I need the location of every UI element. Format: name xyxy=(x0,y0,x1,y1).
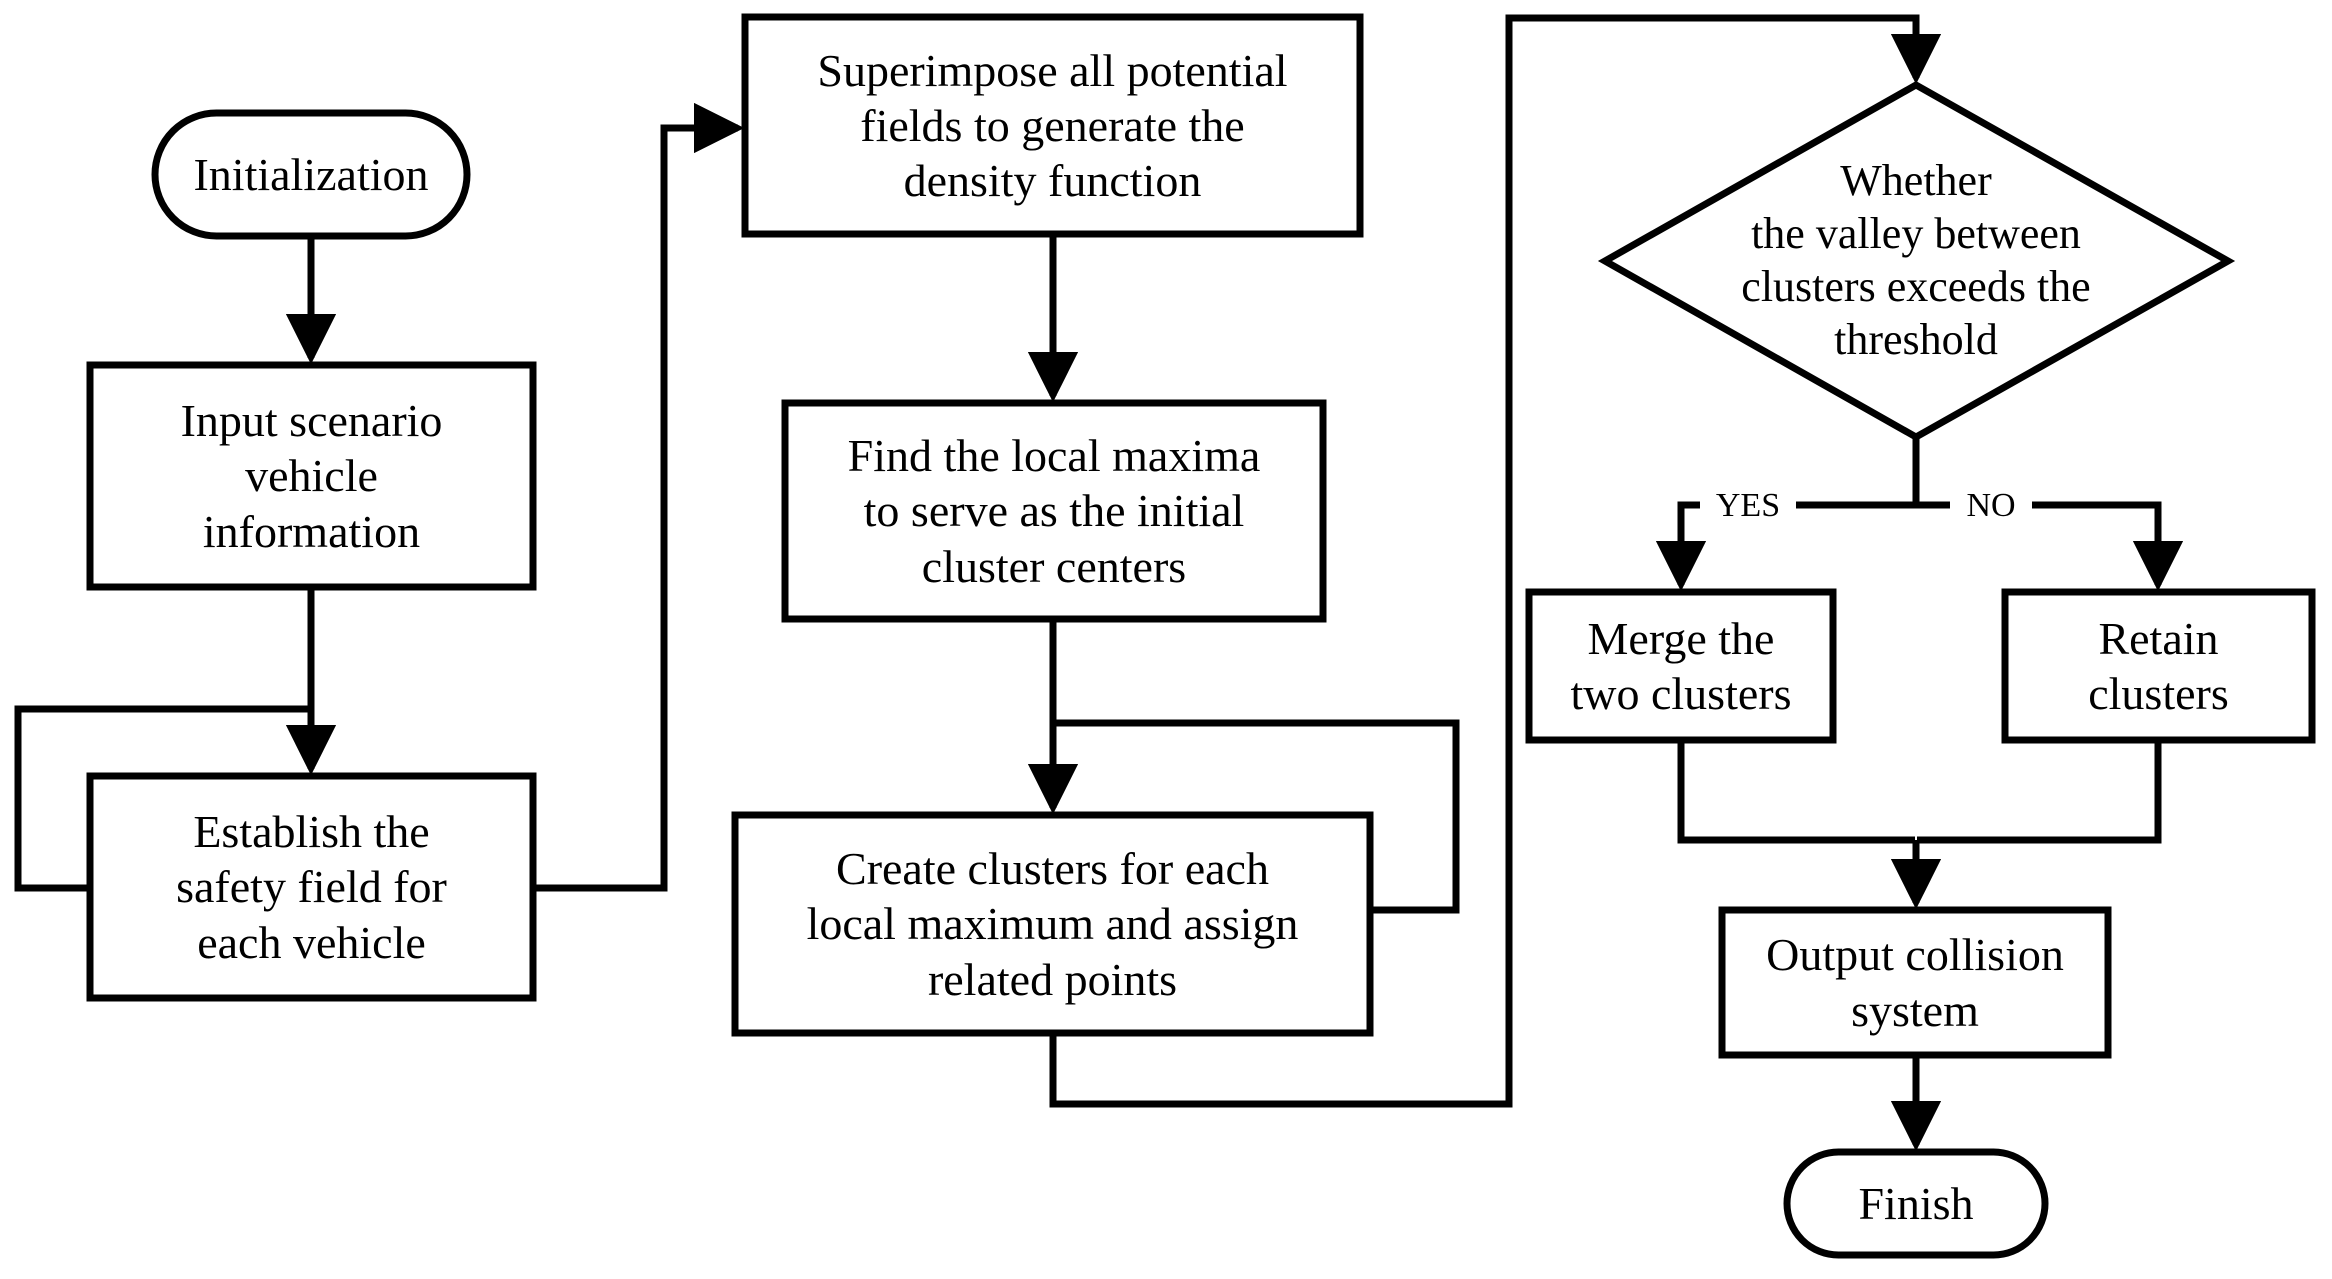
edge-decision-yes-to-merge xyxy=(1655,501,1916,592)
node-establish-safety-field[interactable] xyxy=(86,772,537,1002)
edge-merge-to-join xyxy=(1677,740,1915,844)
no-label-backdrop xyxy=(1950,486,2032,526)
edge-retain-to-join xyxy=(1917,740,2162,844)
edge-create-clusters-to-decision xyxy=(1049,14,1942,1108)
edge-establish-to-superimpose xyxy=(533,102,745,892)
node-finish[interactable] xyxy=(1783,1148,2049,1259)
node-merge-two-clusters[interactable] xyxy=(1525,588,1837,744)
node-retain-clusters[interactable] xyxy=(2001,588,2316,744)
node-output-collision-system[interactable] xyxy=(1718,906,2112,1059)
yes-label-backdrop xyxy=(1700,486,1796,526)
node-valley-threshold-decision[interactable] xyxy=(1597,80,2236,442)
node-superimpose-fields[interactable] xyxy=(741,13,1364,238)
edge-create-clusters-feedback xyxy=(1053,719,1460,914)
node-initialization[interactable] xyxy=(151,109,471,240)
node-input-scenario[interactable] xyxy=(86,361,537,591)
node-create-clusters[interactable] xyxy=(731,811,1374,1037)
edge-establish-feedback-left xyxy=(14,705,311,892)
node-find-local-maxima[interactable] xyxy=(781,399,1327,623)
